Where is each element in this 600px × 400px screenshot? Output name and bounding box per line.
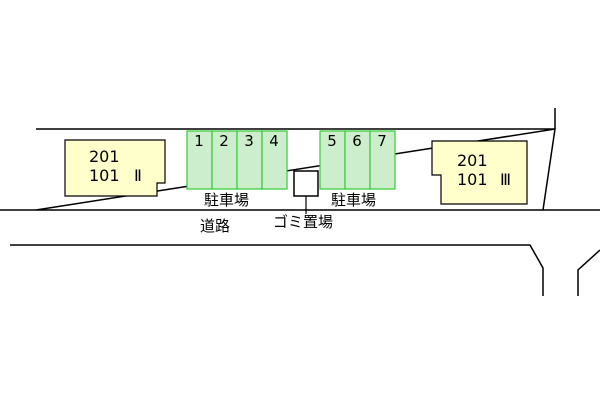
building-3-roman-label: Ⅲ	[500, 170, 512, 189]
parking-slot-3-label: 3	[244, 132, 254, 150]
road-label: 道路	[200, 217, 231, 235]
parking-right	[319, 130, 396, 190]
building-2-lower-unit: 101	[89, 166, 120, 185]
parking-right-label: 駐車場	[331, 191, 377, 209]
parking-slot-5-label: 5	[327, 132, 337, 150]
parking-slot-7	[369, 130, 396, 190]
road-edge-corner-right	[577, 249, 600, 296]
road-edge-bottom	[10, 244, 544, 296]
parking-slot-2-label: 2	[219, 132, 229, 150]
building-2-upper-unit: 201	[89, 147, 120, 166]
parking-slot-6	[344, 130, 371, 190]
parking-left	[186, 130, 288, 190]
parking-left-label: 駐車場	[204, 191, 250, 209]
parking-slot-6-label: 6	[352, 132, 362, 150]
garbage-station-label: ゴミ置場	[273, 213, 334, 231]
building-3-lower-unit: 101	[457, 170, 488, 189]
parking-slot-1-label: 1	[194, 132, 204, 150]
parking-slot-4-label: 4	[269, 132, 279, 150]
building-2	[64, 139, 166, 197]
garbage-station	[293, 170, 319, 197]
parking-slot-2	[211, 130, 238, 190]
parking-slot-7-label: 7	[377, 132, 387, 150]
building-3-upper-unit: 201	[457, 151, 488, 170]
building-3	[431, 140, 528, 205]
site-boundary	[35, 108, 556, 211]
parking-slot-4	[261, 130, 288, 190]
building-2-roman-label: Ⅱ	[134, 166, 142, 185]
